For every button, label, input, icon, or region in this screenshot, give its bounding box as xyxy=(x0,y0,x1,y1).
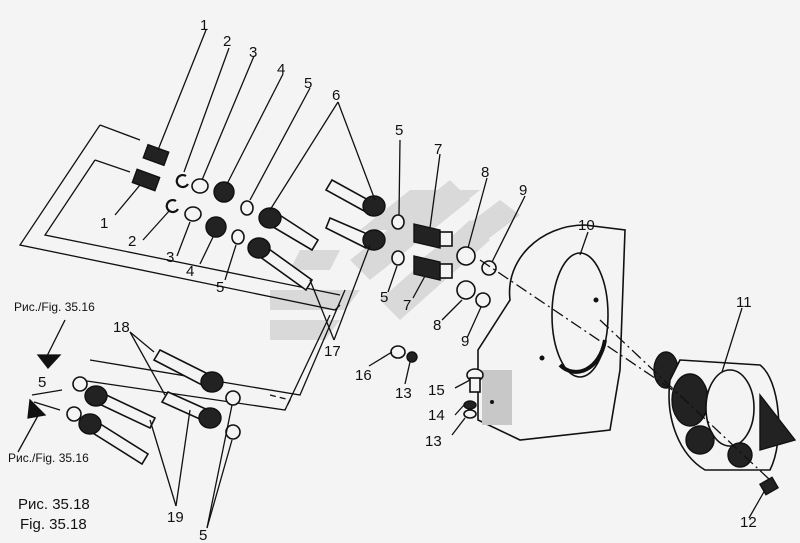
fitting-1-lower xyxy=(131,168,161,192)
callout-labels: 1 1 2 2 3 3 4 4 5 5 5 5 5 6 7 7 8 8 9 9 … xyxy=(38,17,757,543)
callout-2b: 2 xyxy=(128,233,136,250)
hollow-bolt-18-lower xyxy=(160,390,222,429)
leader-lines xyxy=(114,29,766,529)
washer-3-upper xyxy=(191,178,209,194)
washer-14 xyxy=(463,400,477,410)
fitting-1-upper xyxy=(142,143,170,167)
callout-17: 17 xyxy=(324,343,341,360)
callout-5a: 5 xyxy=(304,75,312,92)
callout-5d: 5 xyxy=(380,289,388,306)
fig-ref-bottom: Рис./Fig. 35.16 xyxy=(8,451,89,465)
o-ring-9-upper xyxy=(481,260,497,276)
callout-9a: 9 xyxy=(519,182,527,199)
nut-4-lower xyxy=(205,216,227,238)
callout-5f: 5 xyxy=(38,374,46,391)
hollow-bolt-6-lower xyxy=(247,237,314,292)
callout-9b: 9 xyxy=(461,333,469,350)
callout-1b: 1 xyxy=(100,215,108,232)
bracket-housing-10 xyxy=(477,224,626,441)
washer-8-upper xyxy=(456,246,476,266)
union-7-lower xyxy=(413,255,453,281)
clip-2-upper xyxy=(175,173,189,189)
clip-2-lower xyxy=(165,198,179,214)
washer-13-lower xyxy=(463,409,477,419)
callout-12: 12 xyxy=(740,514,757,531)
callout-19: 19 xyxy=(167,509,184,526)
callout-8a: 8 xyxy=(481,164,489,181)
callout-13b: 13 xyxy=(425,433,442,450)
hollow-bolt-19-lower xyxy=(78,413,150,466)
washer-3-lower xyxy=(184,206,202,222)
callout-3a: 3 xyxy=(249,44,257,61)
hollow-bolt-18-upper xyxy=(152,348,224,393)
o-ring-5-c xyxy=(391,214,405,230)
callout-4a: 4 xyxy=(277,61,285,78)
o-ring-5-b xyxy=(231,229,245,245)
o-ring-5-e xyxy=(72,376,88,392)
pump-assembly-11 xyxy=(653,351,797,471)
hollow-bolt-6-rear-lower xyxy=(324,216,386,251)
callout-1a: 1 xyxy=(200,17,208,34)
callout-7b: 7 xyxy=(403,297,411,314)
callout-5e: 5 xyxy=(199,527,207,543)
callout-18: 18 xyxy=(113,319,130,336)
caption-ru: Рис. 35.18 xyxy=(18,496,90,513)
o-ring-9-lower xyxy=(475,292,491,308)
hollow-bolt-6-rear-upper xyxy=(324,178,386,217)
callout-10: 10 xyxy=(578,217,595,234)
callout-14: 14 xyxy=(428,407,445,424)
screw-12 xyxy=(758,476,780,496)
callout-11: 11 xyxy=(736,294,752,311)
bracket-frame xyxy=(18,124,346,411)
union-7-upper xyxy=(413,223,453,249)
callout-5c: 5 xyxy=(395,122,403,139)
washer-13-upper xyxy=(406,351,418,363)
hollow-bolt-19-upper xyxy=(84,385,157,430)
o-ring-16 xyxy=(390,345,406,359)
o-ring-5-d xyxy=(391,250,405,266)
callout-7a: 7 xyxy=(434,141,442,158)
callout-8b: 8 xyxy=(433,317,441,334)
callout-2a: 2 xyxy=(223,33,231,50)
callout-15: 15 xyxy=(428,382,445,399)
o-ring-5-a xyxy=(240,200,254,216)
callout-5b: 5 xyxy=(216,279,224,296)
callout-16: 16 xyxy=(355,367,372,384)
assembly-axes xyxy=(479,259,771,481)
caption-en: Fig. 35.18 xyxy=(20,516,87,533)
callout-6: 6 xyxy=(332,87,340,104)
ref-arrows xyxy=(17,319,66,453)
washer-8-lower xyxy=(456,280,476,300)
callout-4b: 4 xyxy=(186,263,194,280)
bolt-15 xyxy=(466,368,484,393)
o-ring-5-g xyxy=(225,390,241,406)
nut-4-upper xyxy=(213,181,235,203)
callout-3b: 3 xyxy=(166,249,174,266)
o-ring-5-f xyxy=(66,406,82,422)
fig-ref-top: Рис./Fig. 35.16 xyxy=(14,300,95,314)
hollow-bolt-6-upper xyxy=(258,207,320,252)
callout-13a: 13 xyxy=(395,385,412,402)
